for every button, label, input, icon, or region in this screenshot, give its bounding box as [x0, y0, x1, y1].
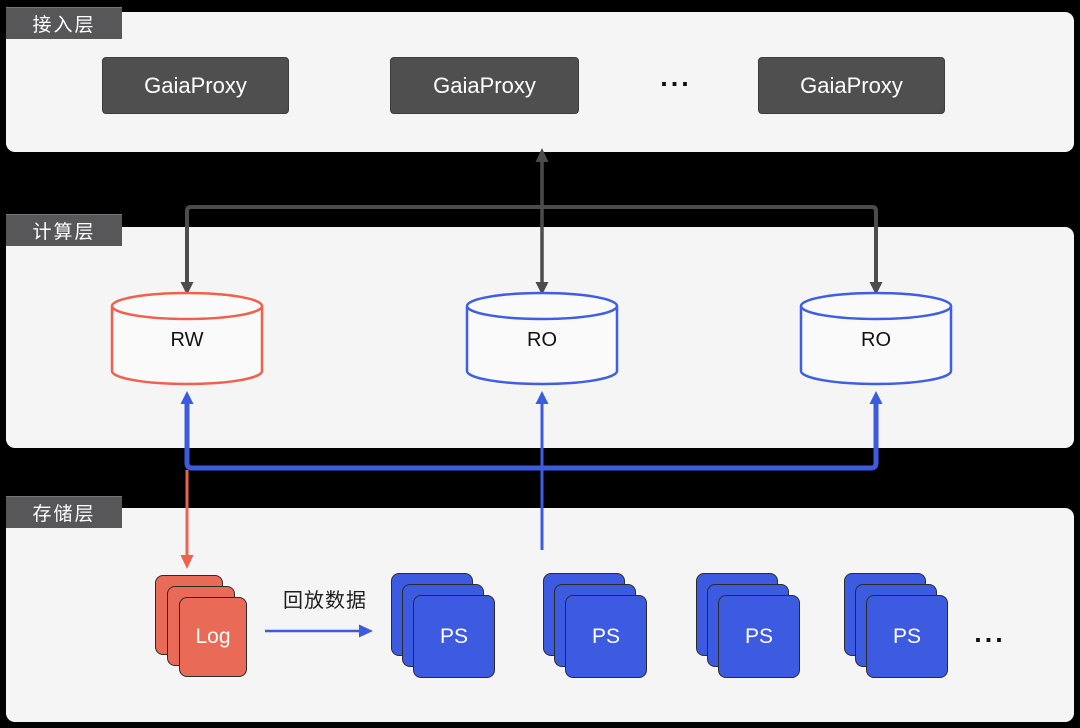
compute-layer-tab: 计算层: [6, 214, 122, 246]
log-stack: Log: [155, 575, 249, 679]
database-cylinder-icon: [799, 291, 953, 386]
ps-card-front: PS: [866, 595, 948, 678]
ps-stack-3: PS: [696, 573, 802, 679]
gaiaproxy-node-3: GaiaProxy: [758, 57, 945, 114]
database-cylinder-icon: [465, 291, 619, 386]
ps-stack-4: PS: [844, 573, 950, 679]
db-node-ro-2: RO: [796, 289, 956, 397]
db-label: RW: [170, 329, 204, 351]
db-node-ro-1: RO: [462, 289, 622, 397]
storage-layer-tab: 存储层: [6, 496, 122, 528]
access-layer-tab: 接入层: [6, 7, 122, 39]
db-label: RO: [861, 329, 891, 351]
gaiaproxy-label: GaiaProxy: [144, 72, 247, 98]
ps-label: PS: [439, 624, 468, 648]
storage-ellipsis: ...: [974, 618, 1006, 648]
access-layer-label: 接入层: [32, 14, 96, 36]
ps-stack-2: PS: [543, 573, 649, 679]
db-node-rw: RW: [107, 289, 267, 397]
db-label: RO: [527, 329, 557, 351]
ps-label: PS: [892, 624, 921, 648]
replay-data-label: 回放数据: [283, 590, 367, 612]
ps-label: PS: [744, 624, 773, 648]
ps-card-front: PS: [718, 595, 800, 678]
gaiaproxy-node-2: GaiaProxy: [390, 57, 579, 114]
ps-stack-1: PS: [391, 573, 497, 679]
ps-label: PS: [591, 624, 620, 648]
gaiaproxy-node-1: GaiaProxy: [102, 57, 289, 114]
database-cylinder-icon: [110, 291, 264, 386]
storage-layer-label: 存储层: [32, 503, 96, 525]
log-card-front: Log: [179, 597, 247, 677]
access-ellipsis: ...: [660, 62, 692, 92]
ps-card-front: PS: [565, 595, 647, 678]
gaiaproxy-label: GaiaProxy: [433, 72, 536, 98]
gaiaproxy-label: GaiaProxy: [800, 72, 903, 98]
ps-card-front: PS: [413, 595, 495, 678]
compute-layer-label: 计算层: [32, 221, 96, 243]
log-label: Log: [195, 625, 231, 648]
